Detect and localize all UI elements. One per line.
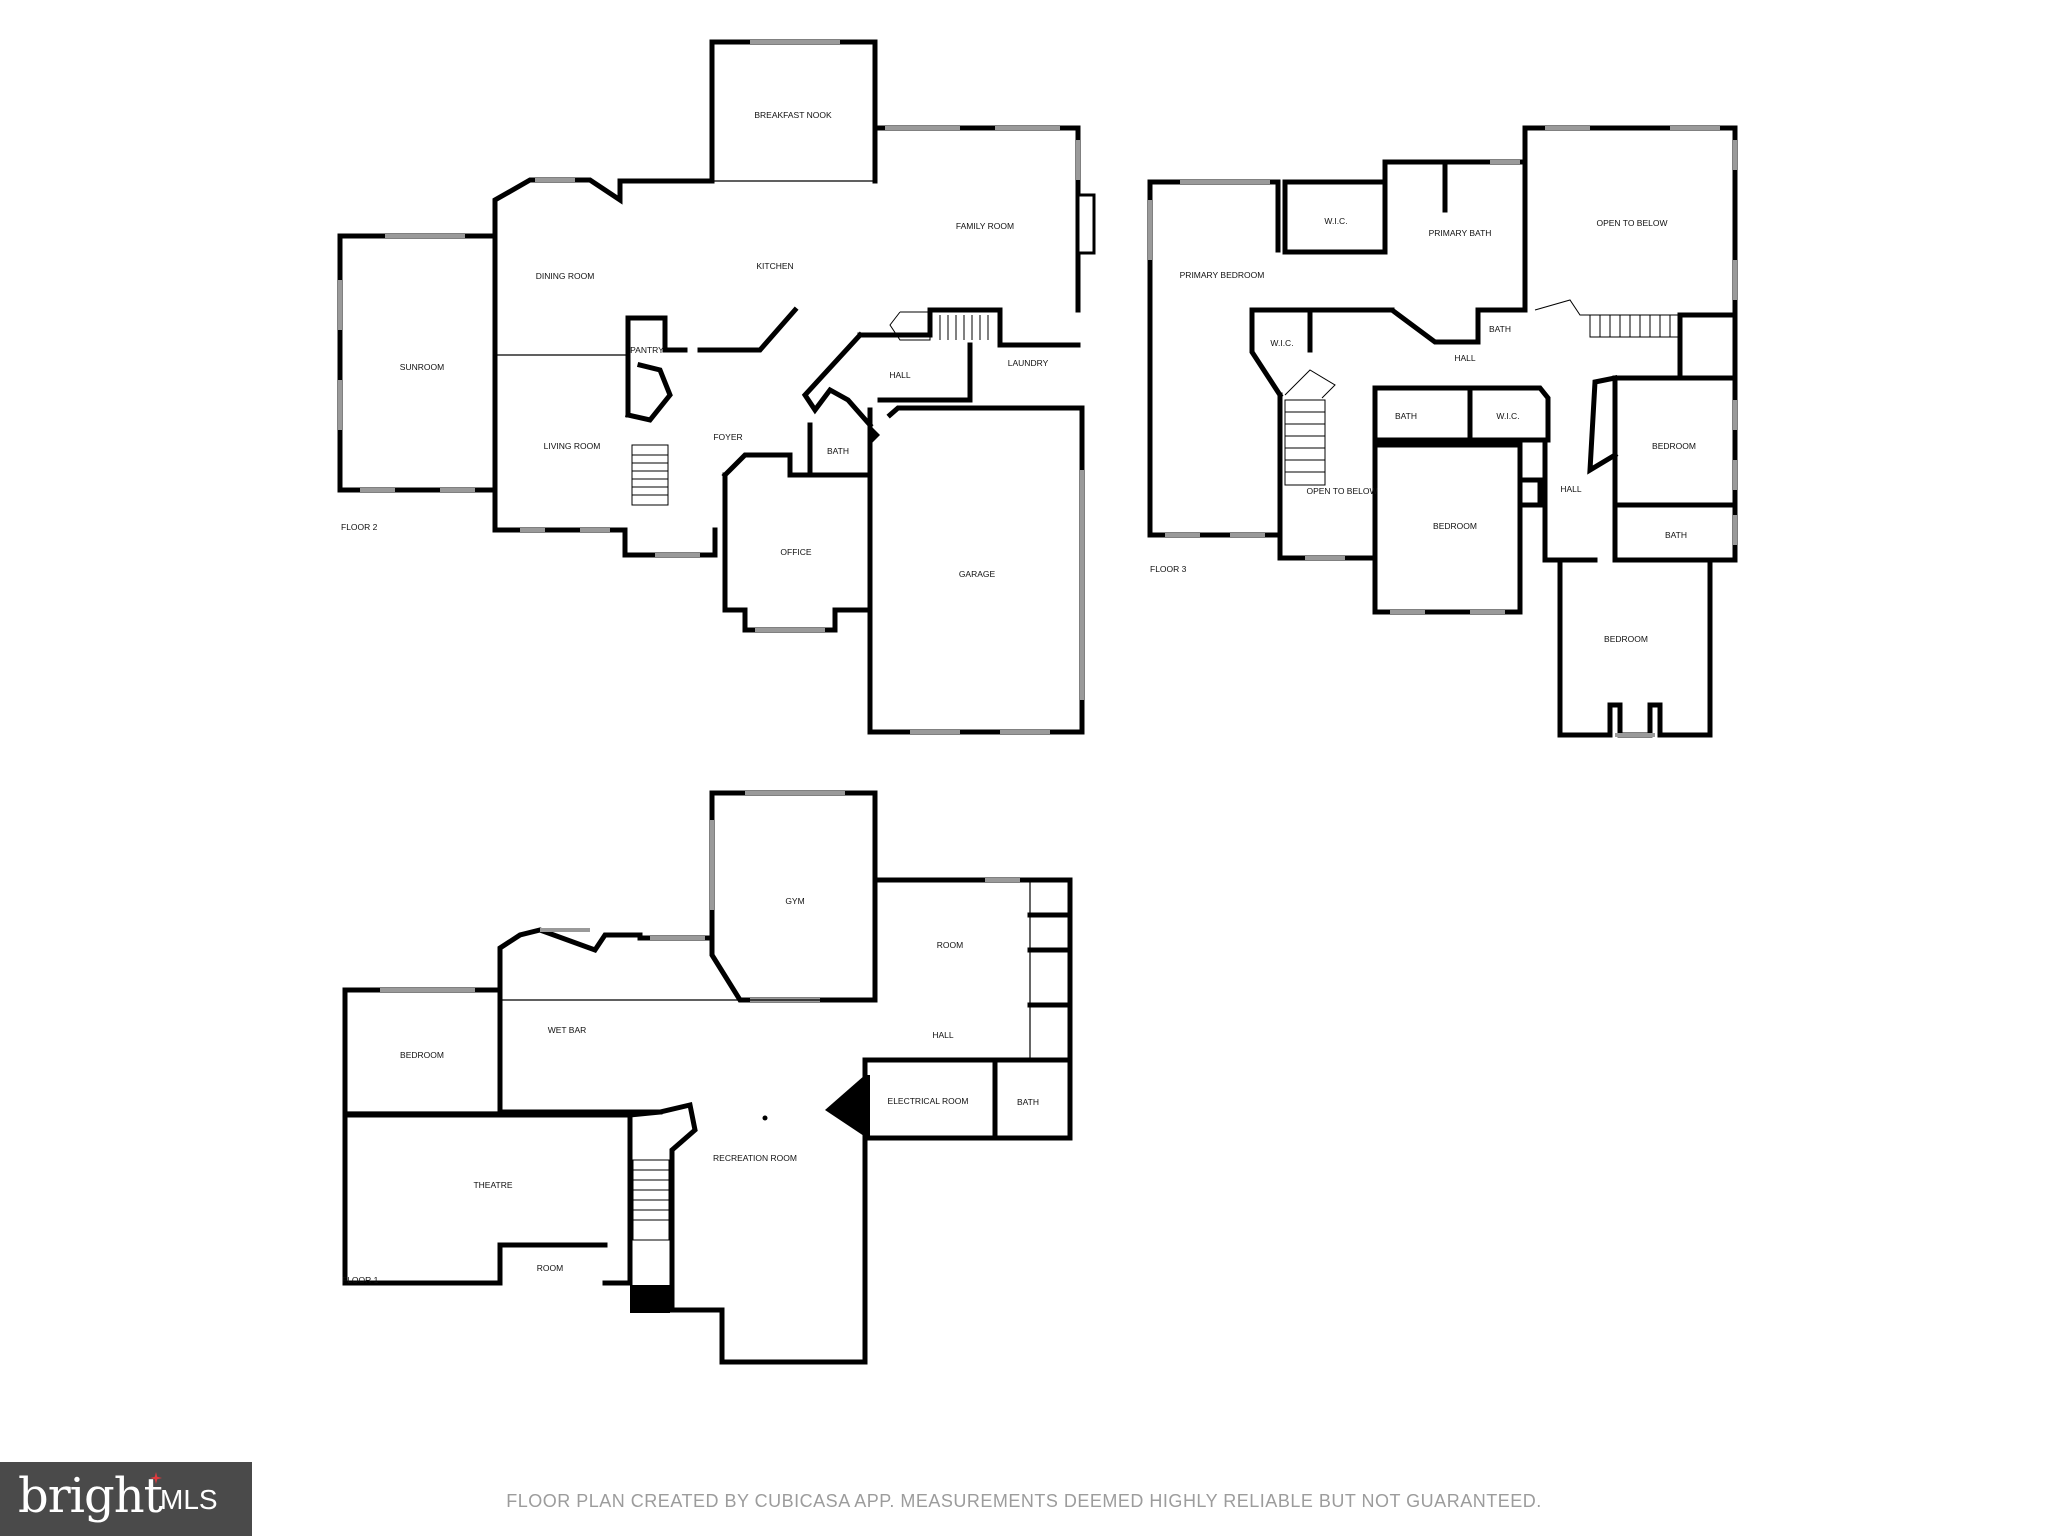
room-label: OPEN TO BELOW	[1306, 486, 1377, 496]
room-label: DINING ROOM	[536, 271, 595, 281]
room-label: BEDROOM	[1604, 634, 1648, 644]
floor-3-plan	[1147, 125, 1738, 738]
room-label: SUNROOM	[400, 362, 444, 372]
room-label: ROOM	[537, 1263, 563, 1273]
room-label: BEDROOM	[1652, 441, 1696, 451]
room-label: WET BAR	[548, 1025, 587, 1035]
floor-label: FLOOR 2	[341, 522, 378, 532]
room-label: RECREATION ROOM	[713, 1153, 797, 1163]
room-label: HALL	[1560, 484, 1582, 494]
floor-2-plan	[337, 39, 1096, 735]
floor-label: FLOOR 1	[342, 1275, 379, 1285]
room-label: OFFICE	[780, 547, 811, 557]
room-label: FOYER	[713, 432, 742, 442]
room-label: KITCHEN	[756, 261, 793, 271]
room-label: GYM	[785, 896, 804, 906]
bright-mls-logo: bright MLS	[0, 1462, 252, 1536]
logo-wordmark: bright	[18, 1468, 163, 1524]
room-label: BATH	[1489, 324, 1511, 334]
room-label: ELECTRICAL ROOM	[888, 1096, 969, 1106]
room-label: W.I.C.	[1324, 216, 1347, 226]
room-label: BATH	[827, 446, 849, 456]
room-label: HALL	[932, 1030, 954, 1040]
room-label: FAMILY ROOM	[956, 221, 1014, 231]
room-label: THEATRE	[473, 1180, 512, 1190]
room-label: BREAKFAST NOOK	[754, 110, 832, 120]
room-label: W.I.C.	[1270, 338, 1293, 348]
room-label: PRIMARY BEDROOM	[1180, 270, 1265, 280]
logo-star-icon	[150, 1472, 162, 1484]
disclaimer-text: FLOOR PLAN CREATED BY CUBICASA APP. MEAS…	[506, 1491, 1542, 1511]
room-label: BATH	[1395, 411, 1417, 421]
room-label: BEDROOM	[400, 1050, 444, 1060]
floor-1-plan	[342, 790, 1073, 1365]
room-label: LAUNDRY	[1008, 358, 1049, 368]
room-label: PRIMARY BATH	[1429, 228, 1492, 238]
room-label: BATH	[1017, 1097, 1039, 1107]
room-label: BEDROOM	[1433, 521, 1477, 531]
room-label: HALL	[1454, 353, 1476, 363]
room-label: OPEN TO BELOW	[1596, 218, 1667, 228]
room-label: W.I.C.	[1496, 411, 1519, 421]
room-label: GARAGE	[959, 569, 996, 579]
room-label: LIVING ROOM	[544, 441, 601, 451]
floor-label: FLOOR 3	[1150, 564, 1187, 574]
room-label: HALL	[889, 370, 911, 380]
logo-mls-text: MLS	[160, 1484, 218, 1515]
room-label: ROOM	[937, 940, 963, 950]
room-label: PANTRY	[630, 345, 664, 355]
room-label: BATH	[1665, 530, 1687, 540]
